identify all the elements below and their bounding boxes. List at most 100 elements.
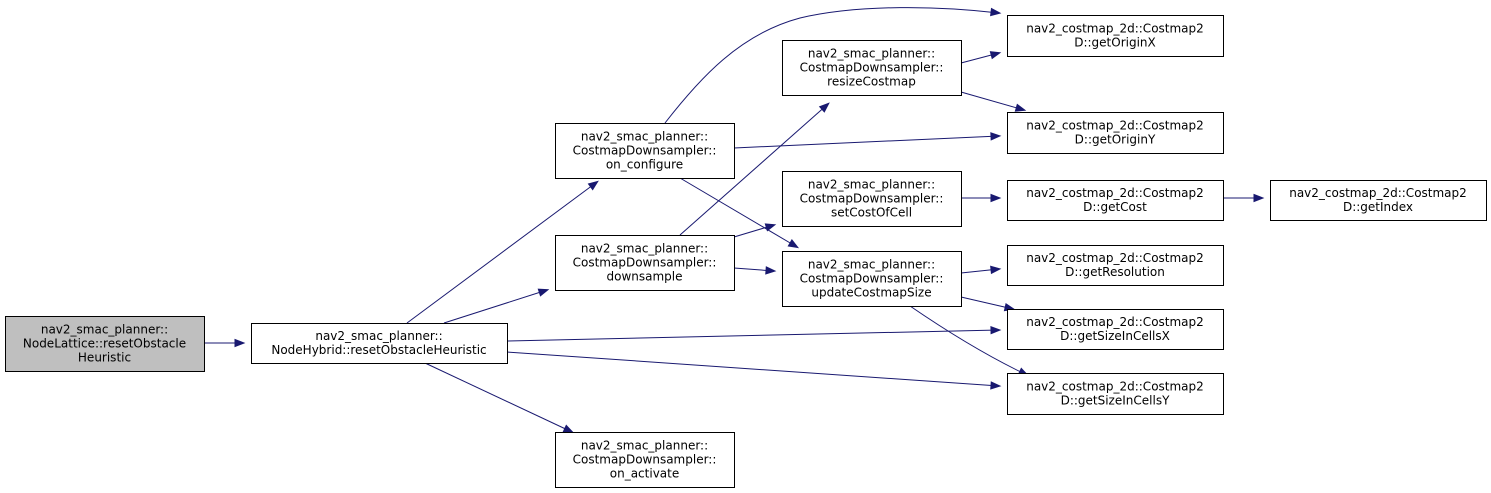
edge-line (506, 329, 1000, 342)
node-label-line: nav2_smac_planner:: (581, 439, 708, 453)
edge-arrowhead (1014, 103, 1027, 112)
edge-arrowhead (765, 266, 777, 275)
node-box (782, 171, 962, 227)
node-box (555, 432, 735, 488)
edge-line (960, 296, 1014, 310)
node-label-line: nav2_smac_planner:: (581, 242, 708, 256)
edge-line (664, 7, 1000, 124)
node-label-line: nav2_smac_planner:: (581, 130, 708, 144)
edge-line (424, 362, 573, 433)
edge-reset-obstacle-heuristic-hybrid-to-get-size-in-cells-y (506, 351, 1002, 390)
node-label-line: updateCostmapSize (811, 286, 931, 300)
edge-get-cost-to-get-index (1223, 193, 1265, 203)
node-box (1007, 245, 1224, 286)
edge-on-configure-to-update-costmap-size (679, 177, 800, 249)
node-get-size-in-cells-x[interactable]: nav2_costmap_2d::Costmap2D::getSizeInCel… (1007, 309, 1224, 350)
edge-reset-obstacle-heuristic-hybrid-to-get-size-in-cells-x (506, 325, 1002, 342)
node-label-line: nav2_smac_planner:: (41, 323, 168, 337)
edge-downsample-to-resize-costmap (679, 102, 830, 236)
edge-arrowhead (990, 325, 1002, 335)
node-box (1007, 15, 1224, 57)
node-label-line: CostmapDownsampler:: (800, 61, 944, 75)
node-label-line: nav2_smac_planner:: (808, 47, 935, 61)
edge-arrowhead (764, 223, 777, 232)
node-label-line: on_activate (610, 467, 679, 481)
node-label-line: D::getCost (1083, 200, 1147, 214)
node-reset-obstacle-heuristic-hybrid[interactable]: nav2_smac_planner::NodeHybrid::resetObst… (251, 323, 508, 364)
node-label-line: D::getOriginX (1074, 36, 1156, 50)
node-label-line: nav2_costmap_2d::Costmap2 (1026, 186, 1204, 200)
edge-line (733, 135, 1000, 149)
edge-arrowhead (990, 265, 1002, 275)
edge-arrowhead (818, 102, 830, 113)
node-label-line: D::getIndex (1343, 200, 1413, 214)
node-label-line: D::getResolution (1065, 265, 1165, 279)
node-update-costmap-size[interactable]: nav2_smac_planner::CostmapDownsampler::u… (782, 251, 962, 307)
node-label-line: nav2_smac_planner:: (315, 329, 442, 343)
node-on-configure[interactable]: nav2_smac_planner::CostmapDownsampler::o… (555, 123, 735, 179)
node-label-line: D::getOriginY (1075, 133, 1156, 147)
node-set-cost-of-cell[interactable]: nav2_smac_planner::CostmapDownsampler::s… (782, 171, 962, 227)
edge-downsample-to-update-costmap-size (733, 266, 777, 275)
node-box (1007, 309, 1224, 350)
edge-downsample-to-set-cost-of-cell (733, 223, 777, 238)
edge-line (443, 289, 548, 324)
node-label-line: CostmapDownsampler:: (573, 144, 717, 158)
node-box (5, 316, 205, 372)
node-get-resolution[interactable]: nav2_costmap_2d::Costmap2D::getResolutio… (1007, 245, 1224, 286)
node-reset-obstacle-heuristic-lattice[interactable]: nav2_smac_planner::NodeLattice::resetObs… (5, 316, 205, 372)
edge-arrowhead (234, 338, 246, 348)
node-resize-costmap[interactable]: nav2_smac_planner::CostmapDownsampler::r… (782, 40, 962, 96)
edge-arrowhead (990, 7, 1002, 17)
edge-arrowhead (562, 424, 575, 434)
node-label-line: on_configure (606, 158, 683, 172)
node-label-line: nav2_costmap_2d::Costmap2 (1026, 380, 1204, 394)
edge-resize-costmap-to-get-origin-y (960, 91, 1027, 112)
node-label-line: nav2_costmap_2d::Costmap2 (1026, 22, 1204, 36)
node-box (782, 40, 962, 96)
edge-set-cost-of-cell-to-get-cost (961, 193, 1002, 203)
edge-arrowhead (1253, 193, 1265, 203)
node-get-size-in-cells-y[interactable]: nav2_costmap_2d::Costmap2D::getSizeInCel… (1007, 373, 1224, 415)
edge-reset-obstacle-heuristic-hybrid-to-on-configure (406, 180, 599, 324)
node-label-line: setCostOfCell (831, 206, 912, 220)
node-downsample[interactable]: nav2_smac_planner::CostmapDownsampler::d… (555, 235, 735, 291)
node-label-line: nav2_costmap_2d::Costmap2 (1026, 251, 1204, 265)
node-box (1007, 112, 1224, 154)
edge-update-costmap-size-to-get-size-in-cells-x (960, 296, 1016, 312)
node-label-line: downsample (606, 270, 682, 284)
node-box (1007, 373, 1224, 415)
edge-line (679, 103, 829, 236)
edge-resize-costmap-to-get-origin-x (960, 51, 1002, 64)
node-label-line: CostmapDownsampler:: (800, 272, 944, 286)
edge-arrowhead (587, 180, 599, 191)
edge-update-costmap-size-to-get-resolution (960, 265, 1002, 275)
edge-arrowhead (787, 239, 800, 249)
node-label-line: resizeCostmap (827, 75, 916, 89)
function-nodes: nav2_smac_planner::NodeLattice::resetObs… (5, 15, 1487, 488)
node-box (555, 123, 735, 179)
node-box (555, 235, 735, 291)
edge-line (406, 181, 598, 324)
edge-arrowhead (990, 132, 1002, 141)
node-label-line: Heuristic (78, 351, 131, 365)
edge-arrowhead (989, 51, 1002, 60)
node-label-line: nav2_costmap_2d::Costmap2 (1026, 119, 1204, 133)
edge-reset-obstacle-heuristic-lattice-to-reset-obstacle-heuristic-hybrid (204, 338, 246, 348)
edge-arrowhead (537, 288, 550, 297)
node-box (782, 251, 962, 307)
node-label-line: CostmapDownsampler:: (800, 192, 944, 206)
node-label-line: NodeLattice::resetObstacle (23, 337, 186, 351)
call-edges (204, 7, 1265, 434)
node-label-line: CostmapDownsampler:: (573, 256, 717, 270)
edge-arrowhead (990, 193, 1002, 203)
edge-on-configure-to-get-origin-x (664, 7, 1002, 124)
node-on-activate[interactable]: nav2_smac_planner::CostmapDownsampler::o… (555, 432, 735, 488)
edge-line (960, 91, 1025, 111)
node-label-line: NodeHybrid::resetObstacleHeuristic (271, 343, 486, 357)
